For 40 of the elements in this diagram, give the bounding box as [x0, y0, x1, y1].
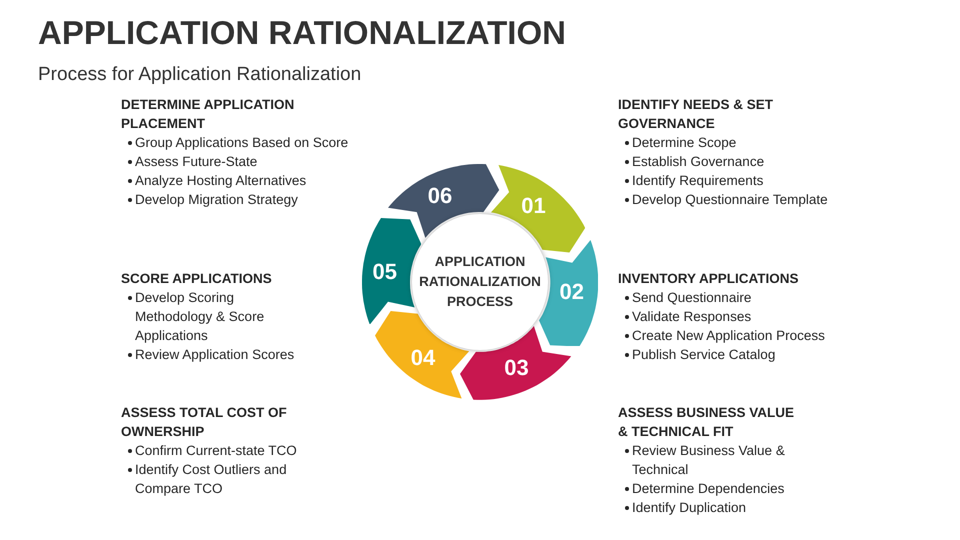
bullet-item: Analyze Hosting Alternatives [135, 172, 306, 190]
step-heading: IDENTIFY NEEDS & SET GOVERNANCE [618, 96, 774, 133]
bullet-item: Develop Migration Strategy [135, 191, 298, 209]
center-label: APPLICATION RATIONALIZATION PROCESS [418, 253, 542, 311]
bullet-item: Determine Scope [632, 134, 736, 152]
bullet-item: Identify Cost Outliers and Compare TCO [135, 461, 288, 498]
bullet-item: Review Application Scores [135, 346, 294, 364]
step-heading: INVENTORY APPLICATIONS [618, 270, 800, 288]
bullet-item: Determine Dependencies [632, 480, 784, 498]
arrow-segment [490, 165, 586, 253]
bullet-item: Send Questionnaire [632, 289, 752, 307]
arrow-segment [362, 218, 422, 324]
arrow-segment [538, 240, 598, 346]
step-number: 05 [372, 261, 397, 284]
arrow-segment [374, 311, 470, 399]
step-number: 02 [559, 280, 584, 303]
bullet-item: Publish Service Catalog [632, 346, 776, 364]
title: APPLICATION RATIONALIZATION [38, 13, 566, 53]
bullet-item: Confirm Current-state TCO [135, 442, 297, 460]
bullet-item: Create New Application Process [632, 327, 825, 345]
arrow-segment [460, 326, 572, 400]
step-number: 01 [521, 194, 546, 217]
bullet-item: Develop Questionnaire Template [632, 191, 828, 209]
step-heading: DETERMINE APPLICATION PLACEMENT [121, 96, 296, 133]
bullet-item: Assess Future-State [135, 153, 258, 171]
step-heading: SCORE APPLICATIONS [121, 270, 273, 288]
bullet-item: Review Business Value & Technical [632, 442, 786, 479]
step-number: 04 [410, 347, 436, 370]
bullet-item: Establish Governance [632, 153, 764, 171]
bullet-item: Validate Responses [632, 308, 752, 326]
bullet-item: Develop Scoring Methodology & Score Applications [135, 289, 266, 345]
step-number: 06 [428, 185, 452, 208]
arrow-segment [388, 164, 500, 238]
subtitle: Process for Application Rationalization [38, 63, 362, 87]
step-number: 03 [504, 356, 529, 379]
bullet-item: Group Applications Based on Score [135, 134, 348, 152]
bullet-item: Identify Requirements [632, 172, 764, 190]
step-heading: ASSESS TOTAL COST OF OWNERSHIP [121, 404, 288, 441]
step-heading: ASSESS BUSINESS VALUE & TECHNICAL FIT [618, 404, 796, 441]
bullet-item: Identify Duplication [632, 499, 746, 517]
